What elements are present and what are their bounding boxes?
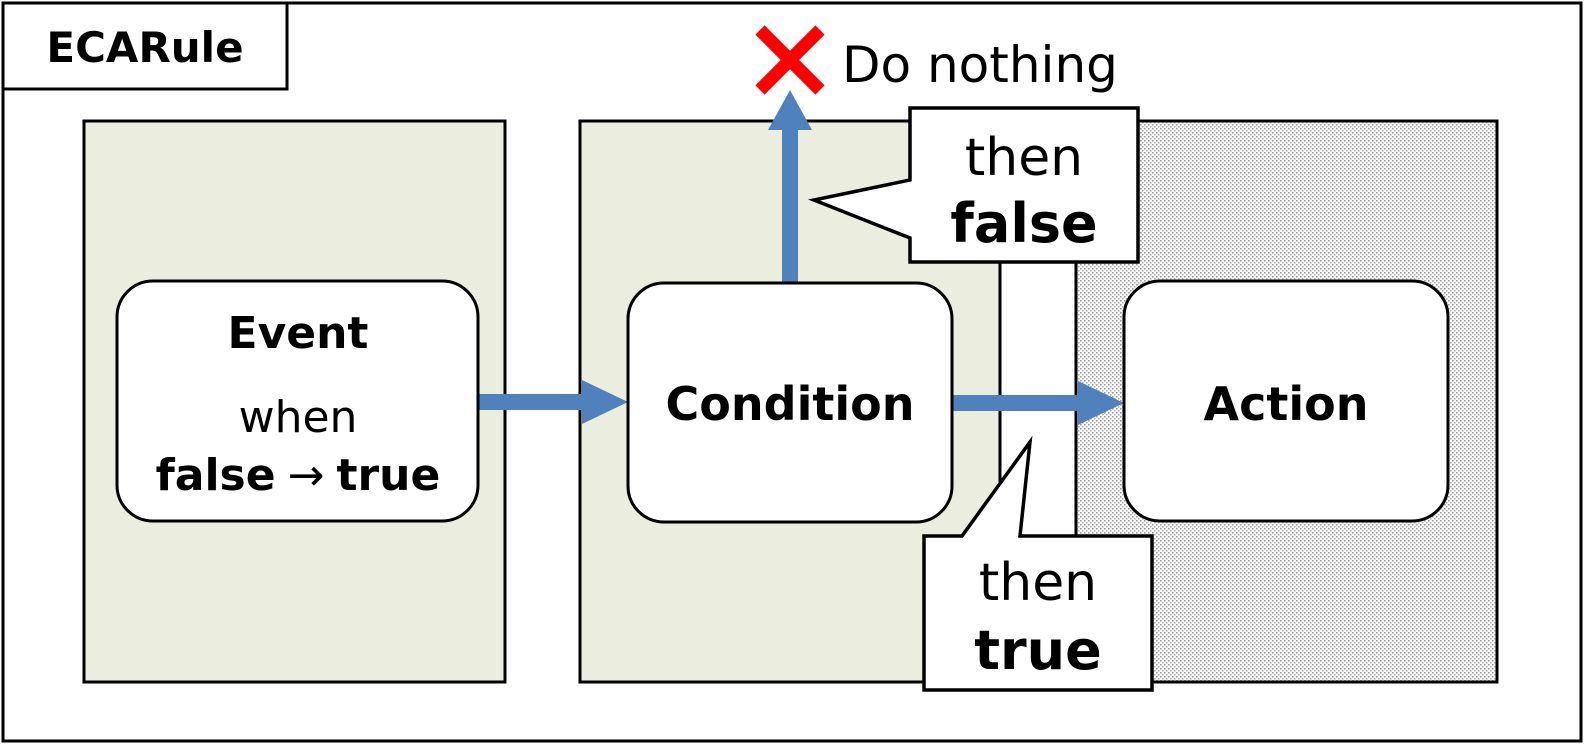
diagram-title: ECARule <box>46 23 243 72</box>
title-tab <box>1 1 289 91</box>
transition-arrow-glyph: → <box>288 450 325 501</box>
true-callout-then: then <box>979 553 1097 613</box>
action-box: Action <box>1122 279 1450 523</box>
event-transition: false→true <box>156 450 441 501</box>
condition-to-action-arrow <box>952 381 1124 425</box>
event-title: Event <box>228 308 369 359</box>
event-to-state: true <box>336 450 440 501</box>
condition-box: Condition <box>626 281 954 524</box>
do-nothing-label: Do nothing <box>842 36 1118 94</box>
false-callout-value: false <box>950 192 1097 255</box>
event-to-condition-arrow <box>478 380 628 424</box>
true-callout: then true <box>922 435 1154 692</box>
condition-title: Condition <box>666 377 915 431</box>
event-when-label: when <box>239 392 358 443</box>
false-callout-then: then <box>965 128 1083 188</box>
true-callout-value: true <box>974 619 1102 682</box>
condition-to-nothing-arrow <box>768 90 812 284</box>
cross-icon <box>755 25 825 95</box>
event-from-state: false <box>156 450 276 501</box>
action-title: Action <box>1204 377 1369 431</box>
event-box: Event when false→true <box>115 279 480 523</box>
false-callout: then false <box>807 106 1140 264</box>
